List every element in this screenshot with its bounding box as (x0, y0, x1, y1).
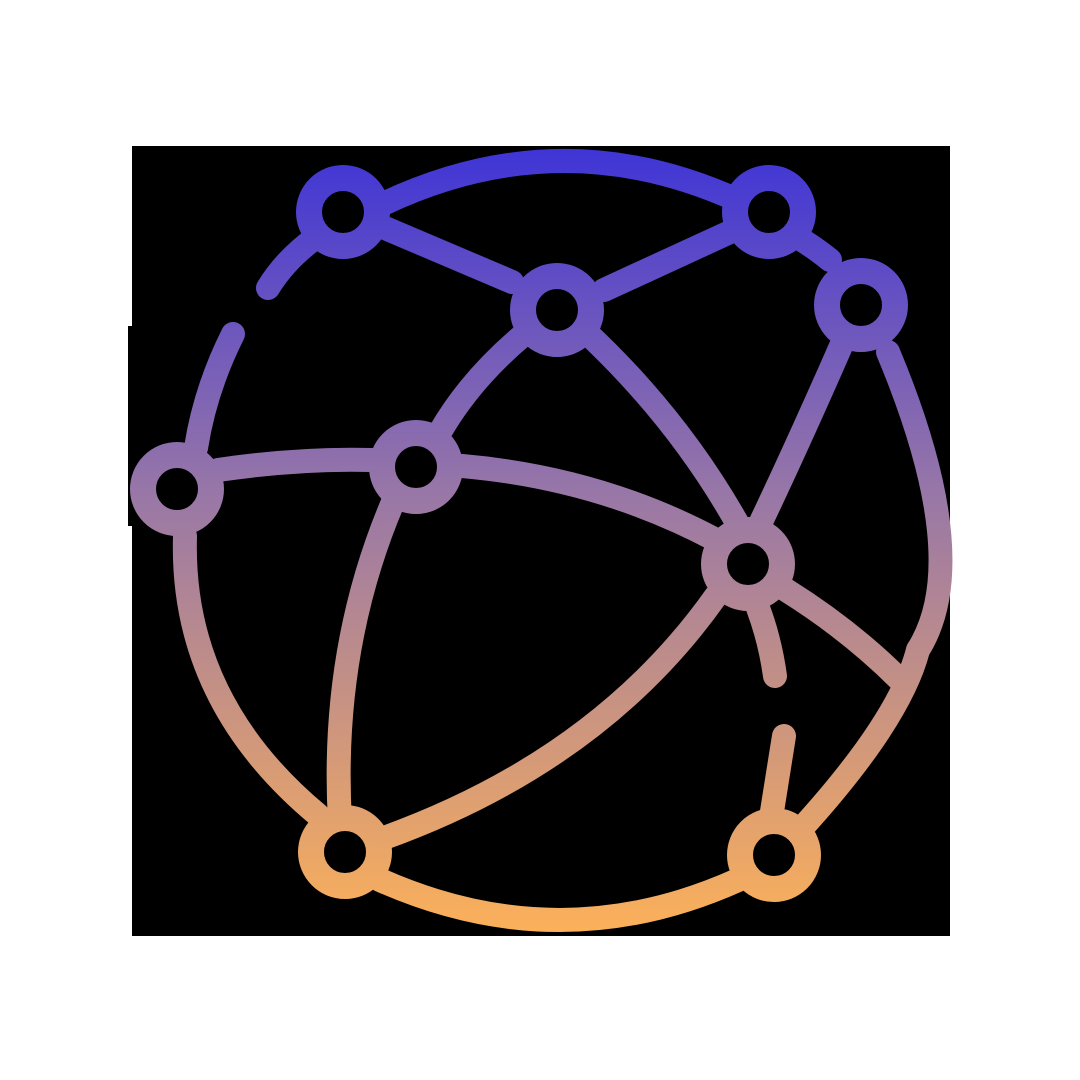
link-mid-right (450, 454, 728, 552)
link-farright-right (748, 318, 860, 536)
link-left-mid (206, 447, 384, 482)
link-mid-bl (326, 490, 405, 834)
outer-arc-right (876, 340, 953, 662)
node-bottom-right (727, 808, 821, 902)
link-bl-right (372, 584, 728, 850)
link-center-tr (592, 220, 742, 302)
outer-arc-leftlow (172, 524, 330, 827)
node-left (130, 442, 224, 536)
node-far-right (814, 258, 908, 352)
link-tl-center (366, 213, 524, 294)
outer-arc-topright (790, 228, 842, 272)
outer-arc-rightlow (790, 638, 930, 840)
node-bottom-left (298, 805, 392, 899)
node-right (701, 517, 795, 611)
node-mid (369, 420, 463, 514)
outer-arc-left (184, 322, 245, 460)
outer-arc-topleft (256, 226, 327, 300)
node-top-left (296, 165, 390, 259)
outer-arc-top (371, 149, 749, 216)
node-top-right (722, 165, 816, 259)
link-right-edge (774, 578, 912, 692)
outer-arc-bottom (368, 868, 750, 932)
link-right-down (746, 596, 787, 688)
link-center-mid (428, 324, 534, 444)
link-center-right (574, 320, 752, 540)
node-center-top (510, 263, 604, 357)
